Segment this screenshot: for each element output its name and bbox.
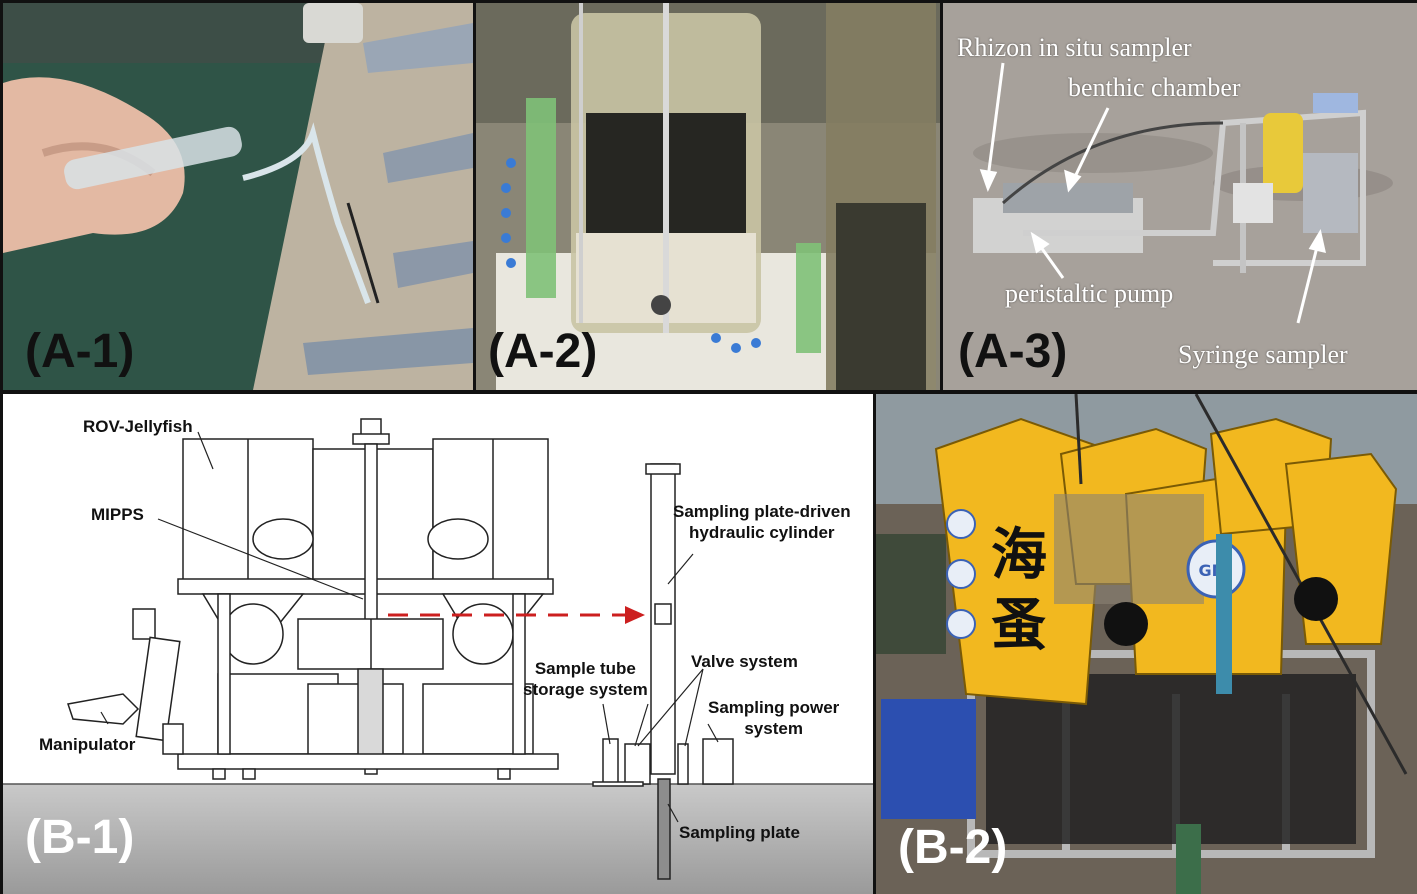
rov-jellyfish-drawing [67, 418, 559, 780]
label-sample-tube-storage-line2: storage system [523, 680, 648, 700]
a1-photo [3, 3, 473, 390]
annotation-peristaltic-pump: peristaltic pump [1005, 279, 1174, 308]
panel-label-b1: (B-1) [25, 811, 135, 864]
transfer-arrowhead [625, 606, 645, 624]
label-sampling-power-line2: system [744, 719, 803, 739]
panel-a1: (A-1) [3, 3, 473, 390]
label-rov-jellyfish: ROV-Jellyfish [83, 417, 193, 436]
label-hydraulic-cylinder-line2: hydraulic cylinder [689, 523, 835, 543]
annotation-syringe-sampler: Syringe sampler [1178, 340, 1348, 369]
label-valve-system: Valve system [691, 652, 798, 671]
b2-vehicle-text: 海蚤 [991, 523, 1047, 658]
mipps-drawing [592, 463, 734, 880]
seabed [3, 784, 873, 894]
panel-label-a1: (A-1) [25, 325, 135, 378]
panel-b2: 海蚤 GMI (B-2) [876, 394, 1417, 894]
a3-photo [943, 3, 1417, 390]
label-manipulator: Manipulator [39, 735, 136, 754]
annotation-benthic-chamber: benthic chamber [1068, 73, 1241, 102]
panel-label-a3: (A-3) [958, 325, 1068, 378]
label-sampling-power-line1: Sampling power [708, 698, 840, 717]
b1-leader-lines [100, 431, 719, 823]
label-hydraulic-cylinder: Sampling plate-driven hydraulic cylinder [673, 501, 851, 544]
label-sample-tube-storage: Sample tube storage system [523, 658, 648, 701]
label-sampling-power-system: Sampling power system [708, 697, 839, 740]
a3-annotation-arrows [979, 62, 1326, 324]
panel-label-a2: (A-2) [488, 325, 598, 378]
a2-photo [476, 3, 940, 390]
label-sampling-plate: Sampling plate [679, 823, 800, 842]
label-hydraulic-cylinder-line1: Sampling plate-driven [673, 502, 851, 521]
annotation-rhizon: Rhizon in situ sampler [957, 33, 1192, 62]
label-sample-tube-storage-line1: Sample tube [534, 659, 636, 678]
panel-a2: (A-2) [476, 3, 940, 390]
b2-photo: 海蚤 GMI [876, 394, 1417, 894]
label-mipps: MIPPS [91, 505, 144, 524]
panel-label-b2: (B-2) [898, 821, 1008, 874]
b1-diagram [3, 418, 873, 894]
panel-a3: Rhizon in situ sampler benthic chamber p… [943, 3, 1417, 390]
panel-b1: ROV-Jellyfish MIPPS Manipulator Sampling… [3, 394, 873, 894]
